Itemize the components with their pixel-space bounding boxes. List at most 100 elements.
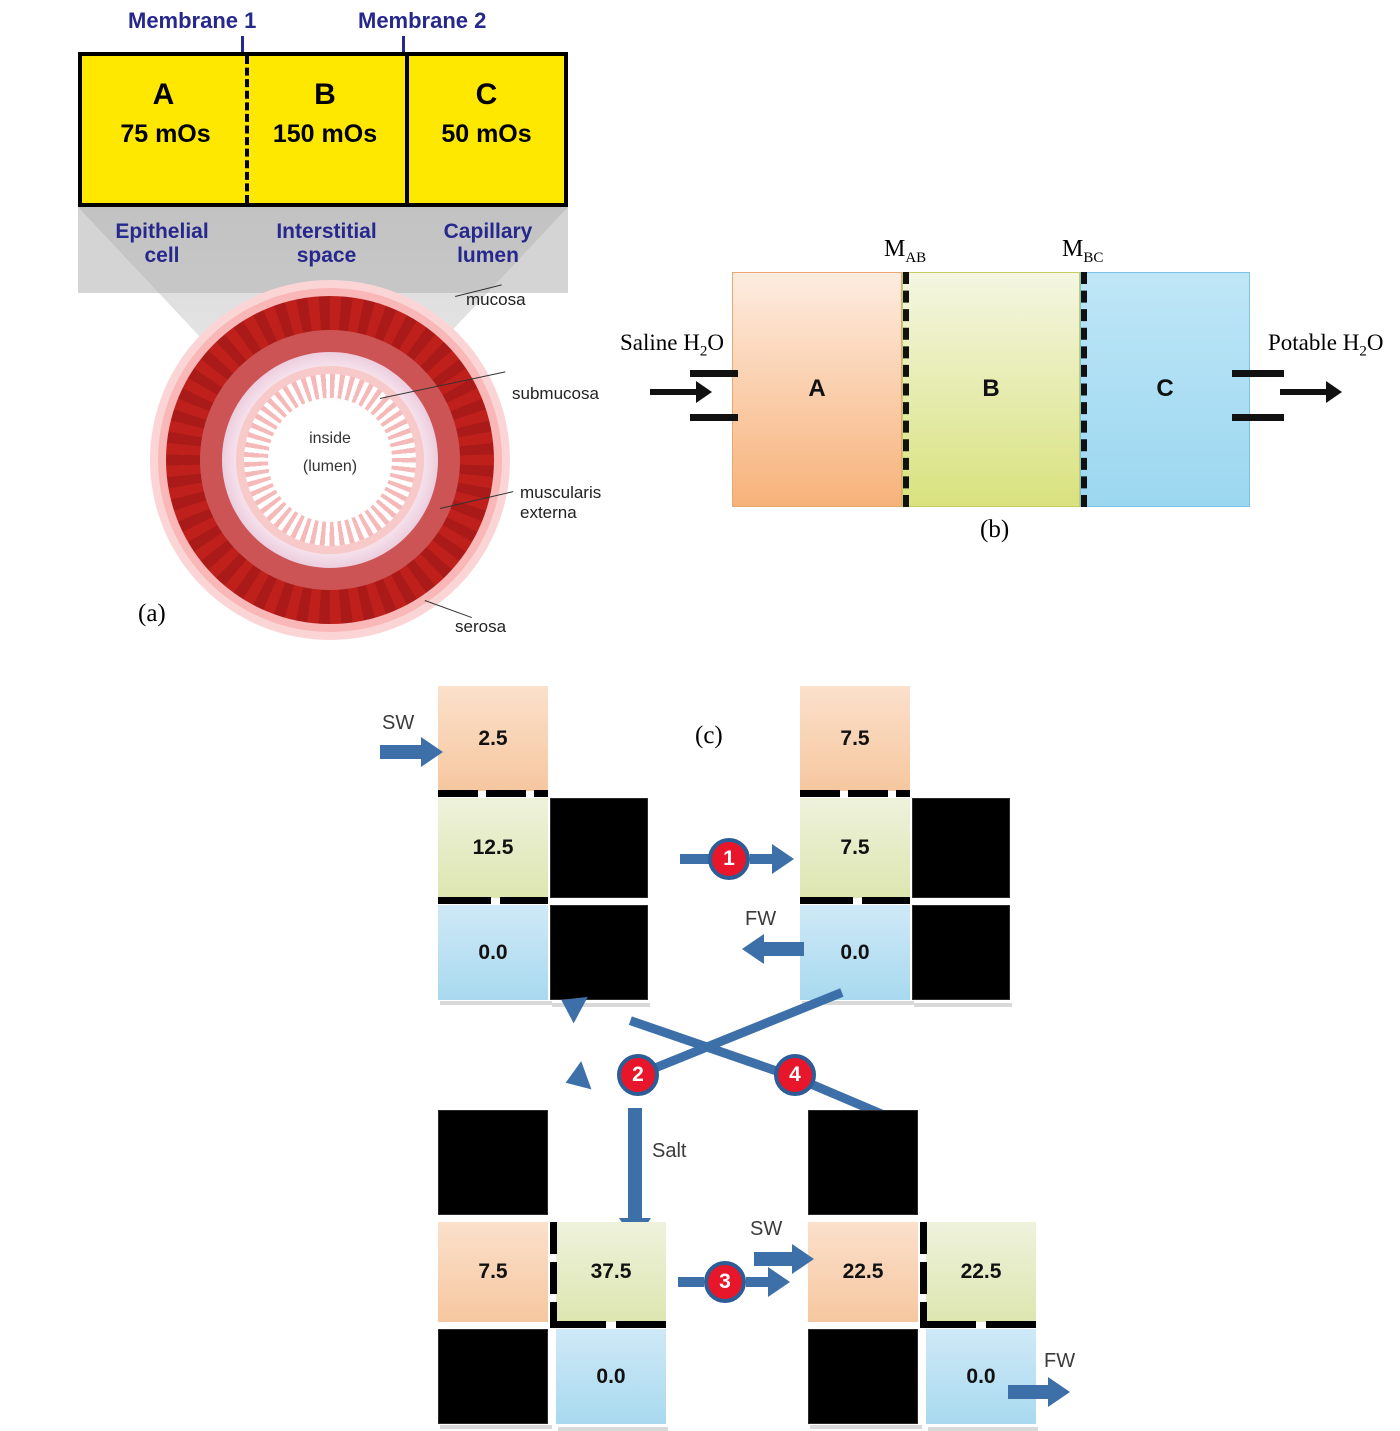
stage1-membrane-bc-seg2 xyxy=(500,897,548,904)
stage1-membrane-ab-seg2 xyxy=(486,790,526,797)
stage3-masked-cell-lower xyxy=(438,1329,548,1424)
stage-bottom-right: 22.5 22.5 0.0 SW FW xyxy=(750,1110,1075,1431)
stage2-cell-a: 7.5 xyxy=(800,686,910,791)
chamber-a-letter-b: A xyxy=(808,375,826,402)
stage-top-left: 2.5 12.5 0.0 SW xyxy=(380,686,653,1007)
step3-arrow-head xyxy=(768,1267,790,1297)
stage3-membrane-bc-seg1 xyxy=(550,1321,606,1328)
membrane-bc-label: MBC xyxy=(1062,236,1104,266)
inlet-arrow-shaft xyxy=(650,389,698,395)
stage-top-right: 7.5 7.5 0.0 FW xyxy=(742,686,1015,1007)
stage3-masked-cell-upper xyxy=(438,1110,548,1215)
membrane-2-tick xyxy=(402,36,405,56)
outlet-port-bottom-bar xyxy=(1232,414,1284,421)
chamber-c-box xyxy=(1080,272,1250,507)
region-capillary-lumen: Capillary lumen xyxy=(443,220,533,267)
stage2-membrane-ab-seg3 xyxy=(896,790,910,797)
stage2-fw-label: FW xyxy=(745,908,777,930)
step2-arrow-head xyxy=(560,1061,592,1097)
region-interstitial-space: Interstitial space xyxy=(276,220,377,267)
stage4-membrane-bc-seg2 xyxy=(986,1321,1036,1328)
stage2-membrane-ab-seg2 xyxy=(848,790,888,797)
stage3-cell-c: 0.0 xyxy=(556,1329,666,1424)
stage4-membrane-bc-seg1 xyxy=(920,1321,976,1328)
stage4-masked-cell-lower xyxy=(808,1329,918,1424)
stage4-sw-arrow-head xyxy=(792,1244,814,1274)
stage2-fw-arrow-head xyxy=(742,934,764,964)
stage2-fw-arrow-shaft xyxy=(764,942,804,956)
chamber-a-value: 75 mOs xyxy=(120,120,211,148)
stage-bottom-left: 7.5 37.5 0.0 xyxy=(438,1110,668,1431)
step-3-badge[interactable]: 3 xyxy=(704,1261,746,1303)
outlet-arrow-shaft xyxy=(1280,389,1328,395)
stage1-membrane-ab-seg1 xyxy=(438,790,478,797)
inlet-arrow-head xyxy=(696,381,712,403)
stage4-masked-cell-upper xyxy=(808,1110,918,1215)
chamber-c-value: 50 mOs xyxy=(441,120,532,148)
step1-arrow-shaft-right xyxy=(750,854,778,864)
inlet-port-bottom-bar xyxy=(690,414,738,421)
stage3-shadow-right xyxy=(558,1427,668,1431)
stage1-cell-c: 0.0 xyxy=(438,905,548,1000)
stage4-shadow-left xyxy=(810,1425,922,1429)
stage3-membrane-ab-seg3 xyxy=(550,1302,557,1322)
serosa-label: serosa xyxy=(455,617,507,636)
stage2-membrane-bc-seg1 xyxy=(800,897,853,904)
lumen-label: (lumen) xyxy=(302,458,358,475)
stage4-fw-arrow-shaft xyxy=(1008,1385,1050,1399)
mucosa-label: mucosa xyxy=(466,290,526,309)
stage1-masked-cell-lower xyxy=(550,905,648,1000)
outlet-port-top-bar xyxy=(1232,370,1284,377)
step-1-badge[interactable]: 1 xyxy=(708,838,750,880)
lumen-cavity xyxy=(268,398,392,522)
panel-b-tag: (b) xyxy=(980,516,1010,543)
stage4-cell-a: 22.5 xyxy=(808,1222,918,1322)
stage1-cell-b: 12.5 xyxy=(438,798,548,898)
stage3-membrane-bc-seg2 xyxy=(616,1321,666,1328)
submucosa-label: submucosa xyxy=(512,384,599,403)
stage1-sw-label: SW xyxy=(382,712,415,734)
stage1-membrane-bc-seg1 xyxy=(438,897,491,904)
stage1-shadow-right xyxy=(552,1003,650,1007)
stage2-shadow-left xyxy=(802,1001,914,1005)
stage4-cell-b: 22.5 xyxy=(926,1222,1036,1322)
inside-label: inside xyxy=(309,430,351,447)
inlet-port-top-bar xyxy=(690,370,738,377)
stage4-fw-arrow-head xyxy=(1048,1377,1070,1407)
chamber-c-letter: C xyxy=(475,78,498,111)
saline-inlet-label: Saline H2O xyxy=(620,330,724,360)
stage3-membrane-ab-seg2 xyxy=(550,1262,557,1294)
step1-arrow-head xyxy=(772,844,794,874)
serosa-leader xyxy=(424,600,472,619)
compartment-box: A 75 mOs B 150 mOs C 50 mOs xyxy=(78,52,568,207)
stage4-sw-arrow-shaft xyxy=(754,1252,794,1266)
stage3-membrane-ab-seg1 xyxy=(550,1222,557,1254)
membrane-1-tick xyxy=(241,36,244,56)
step-4-badge[interactable]: 4 xyxy=(774,1054,816,1096)
stage2-masked-cell-lower xyxy=(912,905,1010,1000)
step1-arrow-shaft-left xyxy=(680,854,710,864)
panel-a-tag: (a) xyxy=(138,600,166,627)
membrane-ab-label: MAB xyxy=(884,236,927,266)
panel-a-gut-osmosis: Membrane 1 Membrane 2 A 75 mOs B 150 mOs… xyxy=(0,0,660,660)
stage1-membrane-ab-seg3 xyxy=(534,790,548,797)
stage4-membrane-ab-seg3 xyxy=(920,1302,927,1322)
stage2-masked-cell-upper xyxy=(912,798,1010,898)
stage4-cell-c: 0.0 xyxy=(926,1329,1036,1424)
panel-c-tag: (c) xyxy=(695,722,723,749)
potable-outlet-label: Potable H2O xyxy=(1268,330,1384,360)
chamber-b-box xyxy=(902,272,1080,507)
chamber-b-value: 150 mOs xyxy=(272,120,378,148)
stage1-cell-a: 2.5 xyxy=(438,686,548,791)
chamber-a-letter: A xyxy=(152,78,175,111)
chamber-c-letter-b: C xyxy=(1156,375,1174,402)
step-2-badge[interactable]: 2 xyxy=(617,1054,659,1096)
chamber-b-letter-b: B xyxy=(982,375,1000,402)
salt-label: Salt xyxy=(652,1140,687,1162)
step3-arrow-shaft-right xyxy=(746,1277,774,1287)
stage4-sw-label: SW xyxy=(750,1218,783,1240)
membrane-2-label: Membrane 2 xyxy=(358,8,487,33)
stage1-sw-arrow-shaft xyxy=(380,745,422,759)
stage4-membrane-ab-seg2 xyxy=(920,1262,927,1294)
stage4-membrane-ab-seg1 xyxy=(920,1222,927,1254)
